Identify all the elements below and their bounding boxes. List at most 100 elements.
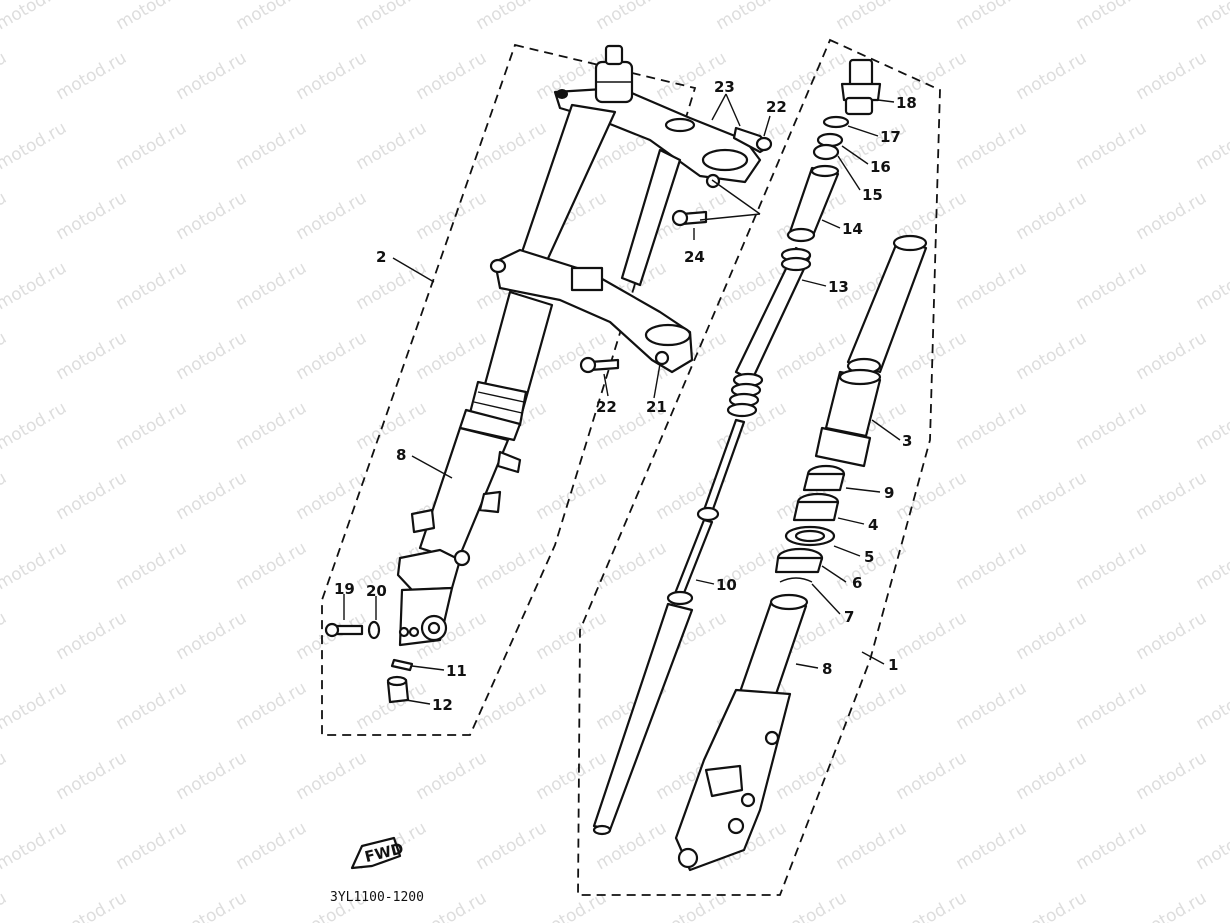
watermark-text: motod.ru bbox=[113, 398, 191, 454]
callout-21: 21 bbox=[646, 398, 667, 416]
watermark-text: motod.ru bbox=[1013, 188, 1091, 244]
watermark-text: motod.ru bbox=[233, 0, 311, 34]
watermark-text: motod.ru bbox=[0, 888, 10, 923]
watermark-text: motod.ru bbox=[1193, 538, 1230, 594]
fwd-arrow-icon: FWD bbox=[350, 836, 405, 870]
watermark-text: motod.ru bbox=[893, 608, 971, 664]
watermark-text: motod.ru bbox=[953, 258, 1031, 314]
watermark-text: motod.ru bbox=[233, 678, 311, 734]
watermark-text: motod.ru bbox=[113, 818, 191, 874]
watermark-text: motod.ru bbox=[293, 188, 371, 244]
callout-4: 4 bbox=[868, 516, 878, 534]
watermark-text: motod.ru bbox=[1073, 0, 1151, 34]
watermark-text: motod.ru bbox=[233, 538, 311, 594]
callout-14: 14 bbox=[842, 220, 863, 238]
watermark-text: motod.ru bbox=[473, 678, 551, 734]
callout-5: 5 bbox=[864, 548, 874, 566]
watermark-text: motod.ru bbox=[0, 48, 10, 104]
left-assembly-boundary bbox=[321, 43, 697, 736]
fork-assembly-left bbox=[396, 44, 762, 647]
watermark-text: motod.ru bbox=[1133, 888, 1211, 923]
watermark-text: motod.ru bbox=[353, 0, 431, 34]
watermark-text: motod.ru bbox=[53, 48, 131, 104]
callout-9: 9 bbox=[884, 484, 894, 502]
watermark-text: motod.ru bbox=[1193, 818, 1230, 874]
watermark-text: motod.ru bbox=[1133, 748, 1211, 804]
watermark-text: motod.ru bbox=[1193, 258, 1230, 314]
watermark-text: motod.ru bbox=[173, 468, 251, 524]
callout-8-left: 8 bbox=[396, 446, 406, 464]
watermark-text: motod.ru bbox=[953, 398, 1031, 454]
watermark-text: motod.ru bbox=[1133, 328, 1211, 384]
watermark-text: motod.ru bbox=[533, 888, 611, 923]
watermark-text: motod.ru bbox=[833, 0, 911, 34]
watermark-text: motod.ru bbox=[833, 818, 911, 874]
watermark-text: motod.ru bbox=[113, 118, 191, 174]
watermark-text: motod.ru bbox=[1013, 328, 1091, 384]
watermark-text: motod.ru bbox=[1133, 188, 1211, 244]
watermark-text: motod.ru bbox=[1073, 678, 1151, 734]
watermark-text: motod.ru bbox=[1013, 608, 1091, 664]
callout-11: 11 bbox=[446, 662, 467, 680]
watermark-text: motod.ru bbox=[0, 748, 10, 804]
callout-13: 13 bbox=[828, 278, 849, 296]
watermark-text: motod.ru bbox=[233, 118, 311, 174]
callout-22-bottom: 22 bbox=[596, 398, 617, 416]
watermark-text: motod.ru bbox=[1133, 608, 1211, 664]
callout-24: 24 bbox=[684, 248, 705, 266]
watermark-text: motod.ru bbox=[1073, 538, 1151, 594]
watermark-text: motod.ru bbox=[0, 818, 70, 874]
watermark-text: motod.ru bbox=[1193, 0, 1230, 34]
watermark-text: motod.ru bbox=[53, 188, 131, 244]
watermark-text: motod.ru bbox=[413, 48, 491, 104]
watermark-text: motod.ru bbox=[953, 118, 1031, 174]
callout-18: 18 bbox=[896, 94, 917, 112]
watermark-text: motod.ru bbox=[713, 0, 791, 34]
watermark-text: motod.ru bbox=[1013, 888, 1091, 923]
watermark-text: motod.ru bbox=[1133, 468, 1211, 524]
right-assembly-boundary bbox=[577, 38, 941, 896]
watermark-text: motod.ru bbox=[473, 118, 551, 174]
watermark-text: motod.ru bbox=[953, 538, 1031, 594]
watermark-text: motod.ru bbox=[1073, 258, 1151, 314]
watermark-text: motod.ru bbox=[593, 0, 671, 34]
watermark-text: motod.ru bbox=[53, 328, 131, 384]
watermark-text: motod.ru bbox=[113, 258, 191, 314]
watermark-text: motod.ru bbox=[953, 818, 1031, 874]
callout-15: 15 bbox=[862, 186, 883, 204]
watermark-text: motod.ru bbox=[0, 468, 10, 524]
watermark-text: motod.ru bbox=[1073, 398, 1151, 454]
watermark-text: motod.ru bbox=[533, 468, 611, 524]
watermark-text: motod.ru bbox=[773, 888, 851, 923]
callout-16: 16 bbox=[870, 158, 891, 176]
watermark-text: motod.ru bbox=[53, 888, 131, 923]
watermark-text: motod.ru bbox=[1073, 118, 1151, 174]
watermark-text: motod.ru bbox=[1133, 48, 1211, 104]
watermark-text: motod.ru bbox=[353, 258, 431, 314]
watermark-text: motod.ru bbox=[173, 188, 251, 244]
watermark-text: motod.ru bbox=[773, 748, 851, 804]
watermark-text: motod.ru bbox=[593, 538, 671, 594]
watermark-text: motod.ru bbox=[0, 678, 70, 734]
watermark-text: motod.ru bbox=[0, 0, 70, 34]
drawing-code: 3YL1100-1200 bbox=[330, 890, 424, 905]
watermark-text: motod.ru bbox=[173, 328, 251, 384]
callout-17: 17 bbox=[880, 128, 901, 146]
watermark-text: motod.ru bbox=[293, 328, 371, 384]
watermark-text: motod.ru bbox=[893, 468, 971, 524]
watermark-text: motod.ru bbox=[0, 118, 70, 174]
callout-12: 12 bbox=[432, 696, 453, 714]
watermark-text: motod.ru bbox=[773, 48, 851, 104]
watermark-text: motod.ru bbox=[0, 188, 10, 244]
watermark-text: motod.ru bbox=[1013, 748, 1091, 804]
watermark-text: motod.ru bbox=[1013, 48, 1091, 104]
watermark-text: motod.ru bbox=[353, 398, 431, 454]
watermark-text: motod.ru bbox=[293, 48, 371, 104]
watermark-text: motod.ru bbox=[413, 328, 491, 384]
callout-6: 6 bbox=[852, 574, 862, 592]
callout-22-top: 22 bbox=[766, 98, 787, 116]
watermark-text: motod.ru bbox=[1073, 818, 1151, 874]
callout-3: 3 bbox=[902, 432, 912, 450]
callout-2: 2 bbox=[376, 248, 386, 266]
